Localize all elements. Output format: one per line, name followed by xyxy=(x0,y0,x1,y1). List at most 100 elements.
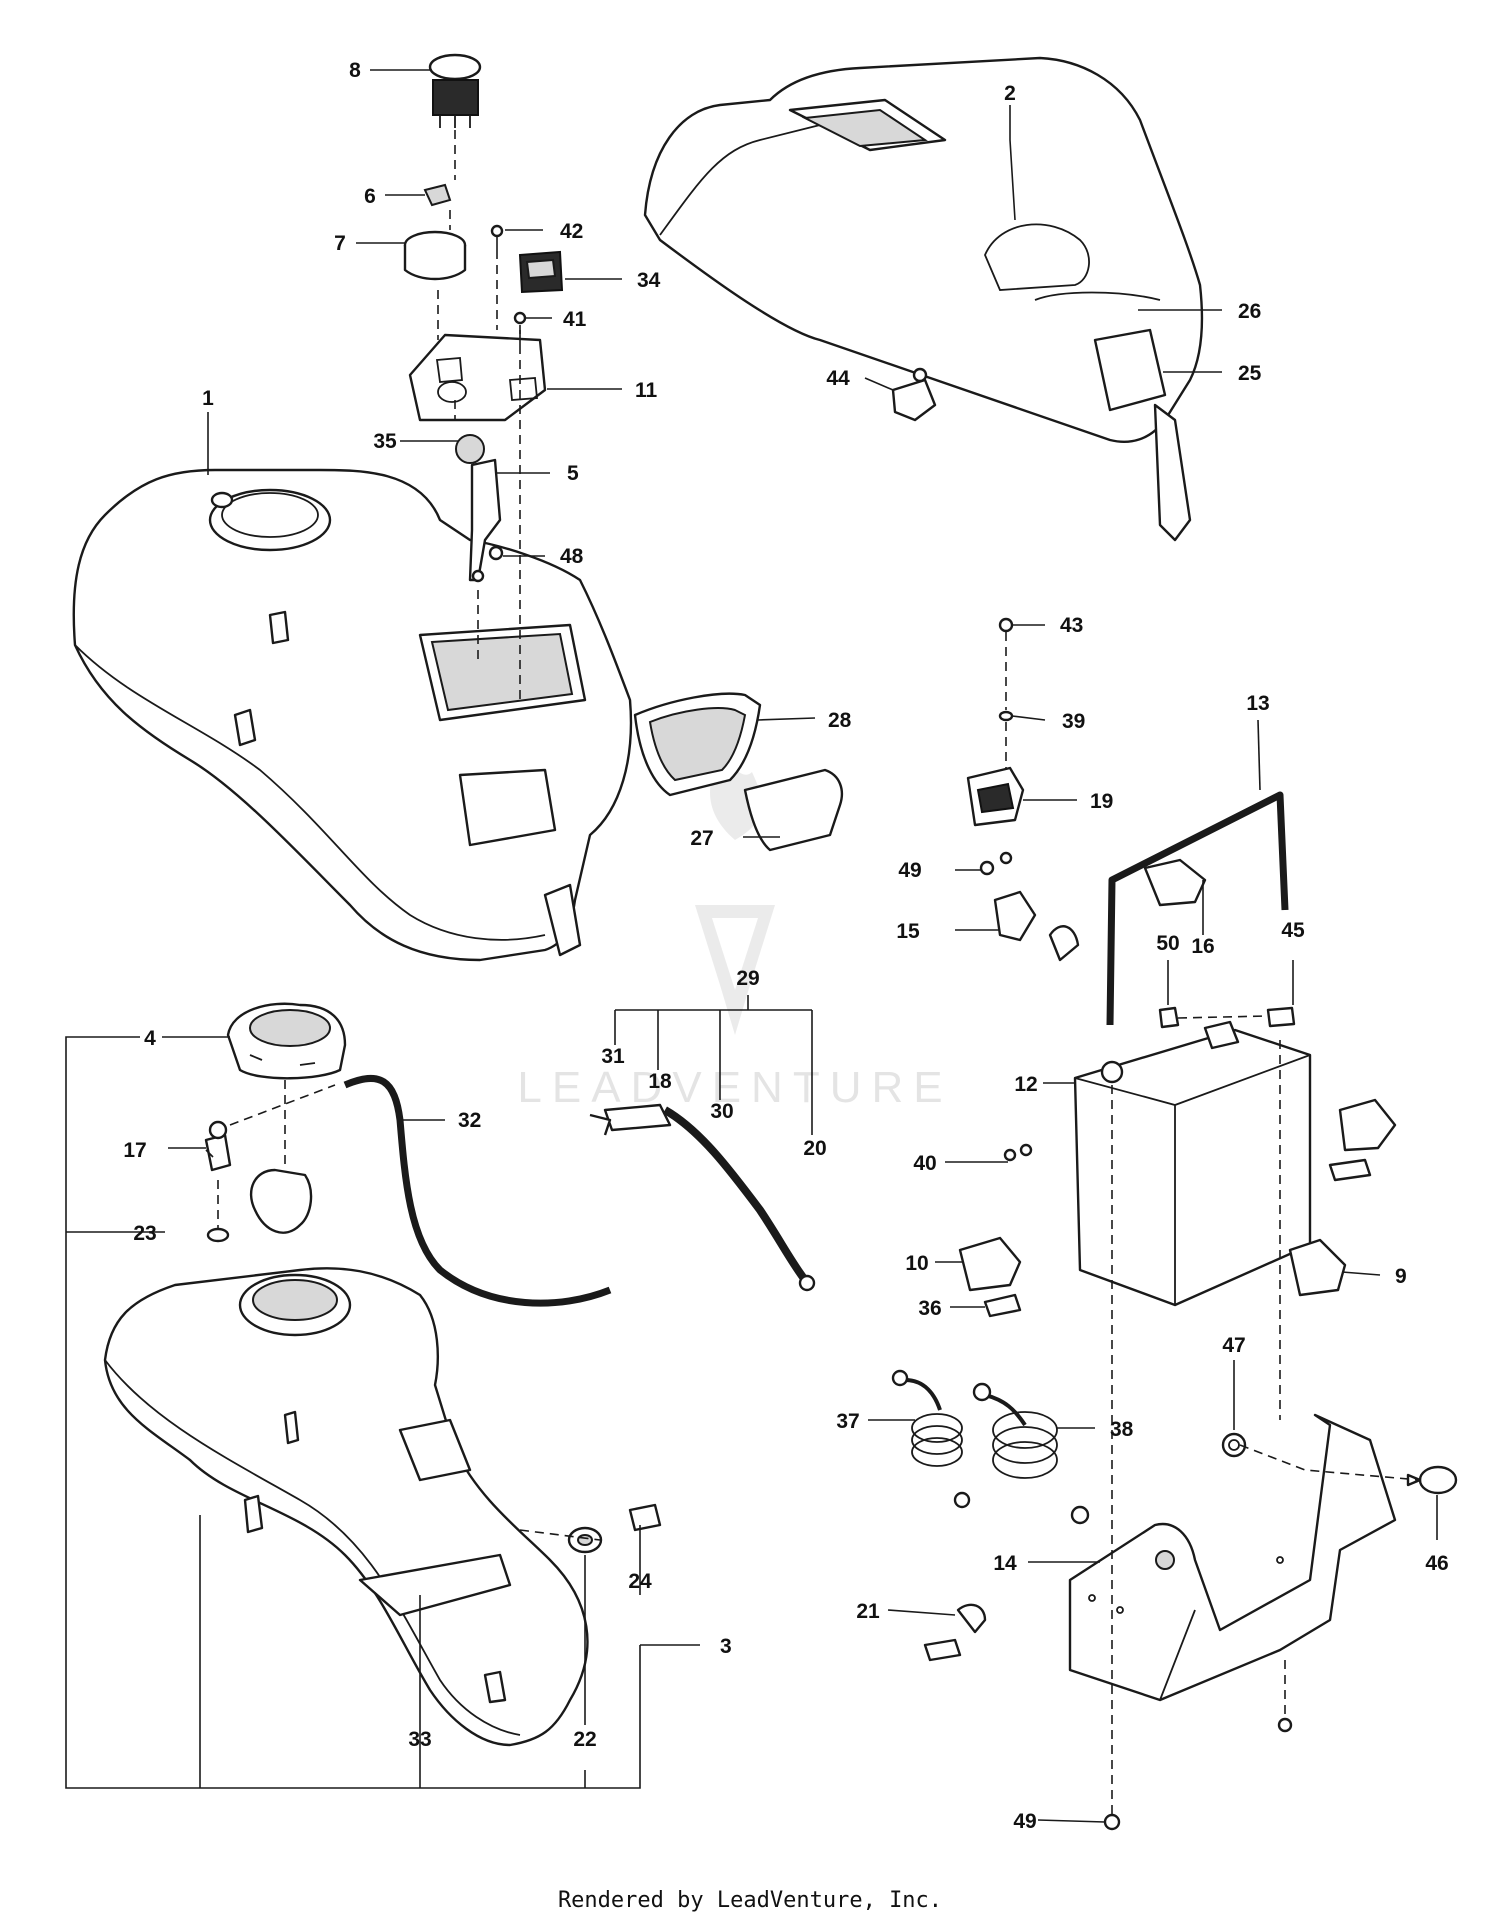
callout-45: 45 xyxy=(1281,919,1305,942)
callout-41: 41 xyxy=(563,308,587,331)
part-12-battery xyxy=(1073,1020,1312,1307)
part-50-nut xyxy=(1158,1006,1180,1029)
part-39-washer xyxy=(998,710,1014,722)
callout-35: 35 xyxy=(373,430,397,453)
callout-39: 39 xyxy=(1062,710,1085,733)
callout-4: 4 xyxy=(144,1027,156,1050)
part-4-fuel-cap xyxy=(226,1002,347,1080)
part-3-fuel-tank xyxy=(103,1267,589,1747)
callout-38: 38 xyxy=(1110,1418,1134,1441)
part-29-line-assembly xyxy=(589,1103,816,1292)
callout-30: 30 xyxy=(710,1100,733,1123)
callout-43: 43 xyxy=(1060,614,1083,637)
part-9-solenoid xyxy=(1288,1098,1397,1297)
callout-16: 16 xyxy=(1191,935,1214,958)
watermark: LEADVENTURE xyxy=(517,745,952,1112)
callout-46: 46 xyxy=(1425,1552,1448,1575)
callout-40: 40 xyxy=(913,1152,936,1175)
part-45-bolt xyxy=(1266,1006,1296,1028)
part-13-hold-down-rod xyxy=(1106,791,1289,1026)
part-34-rocker-switch xyxy=(518,250,564,294)
part-36-clip xyxy=(983,1293,1022,1318)
callout-6: 6 xyxy=(364,185,376,208)
callout-15: 15 xyxy=(896,920,920,943)
callout-19: 19 xyxy=(1090,790,1113,813)
part-41-screw xyxy=(513,311,527,325)
part-19-relay xyxy=(966,766,1025,827)
callout-7: 7 xyxy=(334,232,346,255)
callout-5: 5 xyxy=(567,462,579,485)
callout-37: 37 xyxy=(836,1410,859,1433)
callout-21: 21 xyxy=(856,1600,880,1623)
callout-8: 8 xyxy=(349,59,361,82)
callout-20: 20 xyxy=(803,1137,826,1160)
callout-27: 27 xyxy=(690,827,713,850)
callout-49b: 49 xyxy=(1013,1810,1036,1833)
part-38-battery-cable xyxy=(972,1382,1090,1525)
part-6-key xyxy=(423,183,452,207)
part-5-lever xyxy=(468,458,502,582)
part-7-switch-nut xyxy=(403,230,467,281)
watermark-chevron-icon xyxy=(695,905,775,1035)
footer-credit: Rendered by LeadVenture, Inc. xyxy=(557,1888,943,1913)
callout-10: 10 xyxy=(905,1252,928,1275)
callout-29: 29 xyxy=(736,967,759,990)
part-21-cable-clip xyxy=(923,1603,987,1662)
callouts: 8 6 7 42 34 41 11 1 35 5 48 2 26 25 44 2… xyxy=(123,59,1448,1833)
part-10-switch xyxy=(958,1236,1022,1292)
part-32-fuel-line xyxy=(343,1074,612,1307)
callout-12: 12 xyxy=(1014,1073,1037,1096)
part-15-fuse-holder xyxy=(993,890,1080,962)
callout-22: 22 xyxy=(573,1728,596,1751)
callout-44: 44 xyxy=(826,367,850,390)
callout-50: 50 xyxy=(1156,932,1179,955)
part-49-nut xyxy=(979,851,1013,876)
part-23-gasket-tether xyxy=(206,1168,313,1243)
callout-24: 24 xyxy=(628,1570,652,1593)
part-1-fender-console xyxy=(72,468,633,962)
part-43-screw xyxy=(998,617,1014,633)
part-42-screw xyxy=(490,224,504,250)
callout-13: 13 xyxy=(1246,692,1269,715)
part-28-light-bezel xyxy=(633,692,762,797)
part-14-battery-tray xyxy=(1068,1413,1397,1702)
part-22-grommet xyxy=(567,1526,603,1554)
part-8-ignition-switch xyxy=(428,53,482,128)
callout-49a: 49 xyxy=(898,859,921,882)
part-40-screws xyxy=(1003,1143,1033,1162)
part-48-nut xyxy=(471,545,504,583)
part-47-nut xyxy=(1221,1432,1247,1458)
part-44-bracket xyxy=(891,367,937,422)
part-35-knob xyxy=(455,434,485,464)
callout-1: 1 xyxy=(202,387,214,410)
part-27-light-cover xyxy=(743,768,844,852)
callout-47: 47 xyxy=(1222,1334,1245,1357)
part-24-fitting xyxy=(628,1503,662,1532)
callout-9: 9 xyxy=(1395,1265,1407,1288)
callout-32: 32 xyxy=(458,1109,481,1132)
callout-14: 14 xyxy=(993,1552,1017,1575)
callout-17: 17 xyxy=(123,1139,146,1162)
callout-42: 42 xyxy=(560,220,583,243)
part-37-battery-cable xyxy=(891,1369,971,1509)
callout-26: 26 xyxy=(1238,300,1261,323)
callout-28: 28 xyxy=(828,709,852,732)
part-46-bolt xyxy=(1406,1465,1458,1495)
leader-lines xyxy=(65,69,1438,1823)
part-11-mounting-plate xyxy=(408,333,547,422)
callout-34: 34 xyxy=(637,269,661,292)
part-49-nut-lower xyxy=(1103,1717,1293,1831)
watermark-text: LEADVENTURE xyxy=(517,1063,952,1112)
assembly-lines xyxy=(217,130,1421,1815)
callout-33: 33 xyxy=(408,1728,431,1751)
part-2-upper-cover xyxy=(643,56,1204,542)
part-17-fuel-valve xyxy=(204,1120,232,1172)
callout-3: 3 xyxy=(720,1635,732,1658)
callout-23: 23 xyxy=(133,1222,156,1245)
part-16-fuse-holder xyxy=(1143,858,1207,907)
callout-18: 18 xyxy=(648,1070,672,1093)
callout-36: 36 xyxy=(918,1297,941,1320)
callout-48: 48 xyxy=(560,545,584,568)
callout-25: 25 xyxy=(1238,362,1262,385)
